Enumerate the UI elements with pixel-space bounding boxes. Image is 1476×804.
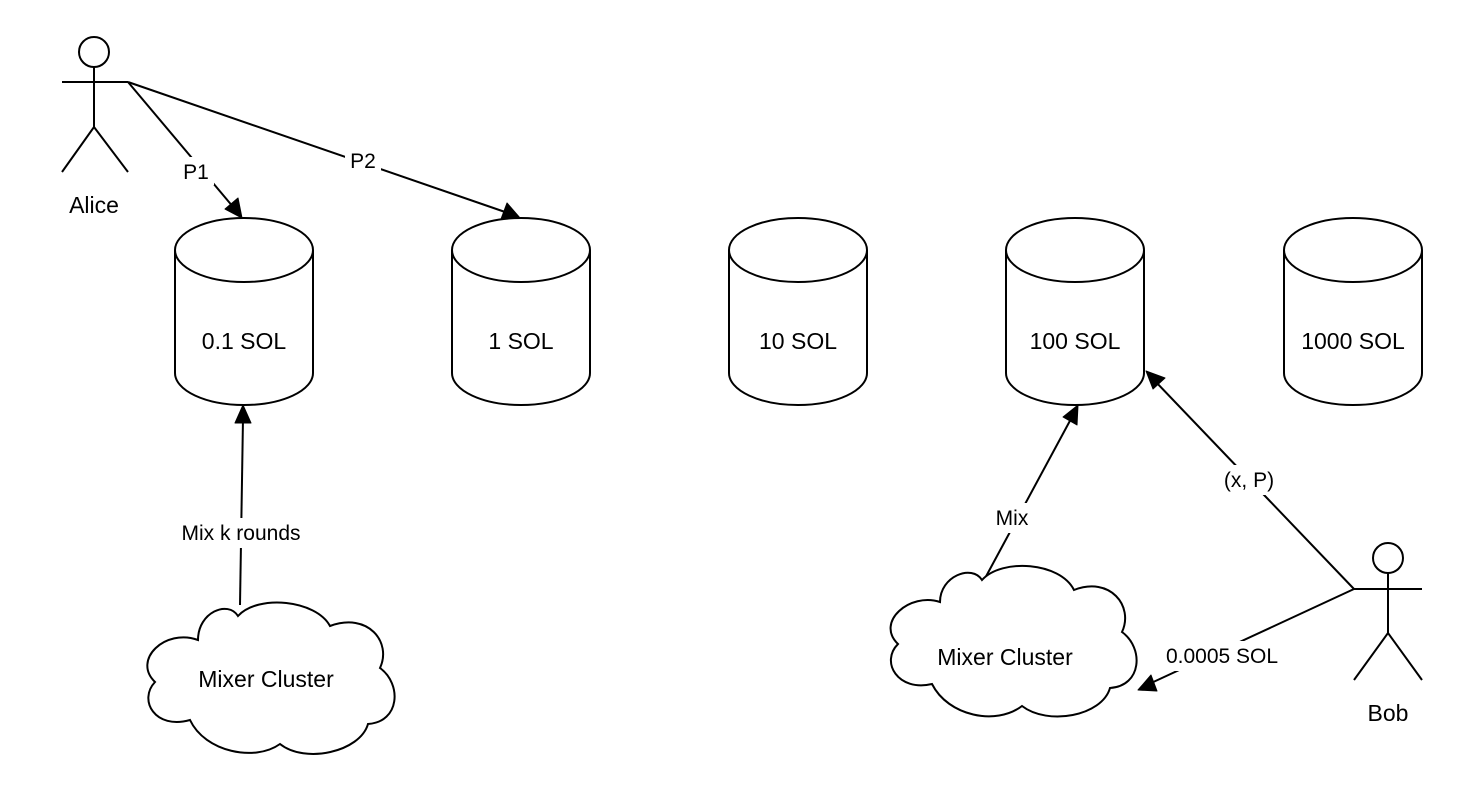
pool-label: 10 SOL <box>759 328 837 354</box>
pool-10-sol: 10 SOL <box>728 217 868 406</box>
mixer-cluster-left: Mixer Cluster <box>146 601 396 755</box>
pool-0-1-sol: 0.1 SOL <box>174 217 314 406</box>
edge-label-x-p: (x, P) <box>1214 465 1284 495</box>
pool-label: 1 SOL <box>488 328 553 354</box>
pool-label: 0.1 SOL <box>202 328 287 354</box>
edge-label-mix: Mix <box>988 503 1036 533</box>
edge-label-text: P2 <box>350 150 376 173</box>
edge-label-text: P1 <box>183 161 209 184</box>
cylinder-icon <box>174 217 314 406</box>
pool-1-sol: 1 SOL <box>451 217 591 406</box>
edge-cluster2-to-pool-100 <box>982 404 1079 583</box>
cloud-icon <box>889 564 1138 718</box>
cluster-label: Mixer Cluster <box>937 644 1073 670</box>
pool-100-sol: 100 SOL <box>1005 217 1145 406</box>
cylinder-icon <box>1283 217 1423 406</box>
edge-label-p1: P1 <box>178 157 214 185</box>
cluster-label: Mixer Cluster <box>198 666 334 692</box>
mixer-cluster-right: Mixer Cluster <box>889 564 1138 718</box>
actor-bob-label: Bob <box>1368 700 1409 726</box>
pool-1000-sol: 1000 SOL <box>1283 217 1423 406</box>
pool-label: 100 SOL <box>1030 328 1121 354</box>
pool-label: 1000 SOL <box>1301 328 1405 354</box>
stick-figure-icon <box>1353 542 1423 681</box>
edge-label-text: (x, P) <box>1224 469 1274 492</box>
actor-bob: Bob <box>1353 542 1423 726</box>
cloud-icon <box>146 601 396 755</box>
edge-label-text: Mix <box>996 507 1029 530</box>
edge-alice-p1 <box>127 81 243 219</box>
cylinder-icon <box>1005 217 1145 406</box>
edge-label-fee: 0.0005 SOL <box>1150 641 1294 671</box>
actor-alice: Alice <box>61 36 129 218</box>
cylinder-icon <box>728 217 868 406</box>
edge-label-mix-k-rounds: Mix k rounds <box>165 518 317 548</box>
stick-figure-icon <box>61 36 129 173</box>
actor-alice-label: Alice <box>69 192 119 218</box>
edge-bob-to-cluster2 <box>1137 588 1355 692</box>
cylinder-icon <box>451 217 591 406</box>
edge-cluster1-to-pool-0-1 <box>234 404 252 606</box>
edge-label-text: Mix k rounds <box>181 522 300 545</box>
edge-label-p2: P2 <box>345 146 381 174</box>
edge-label-text: 0.0005 SOL <box>1166 645 1278 668</box>
